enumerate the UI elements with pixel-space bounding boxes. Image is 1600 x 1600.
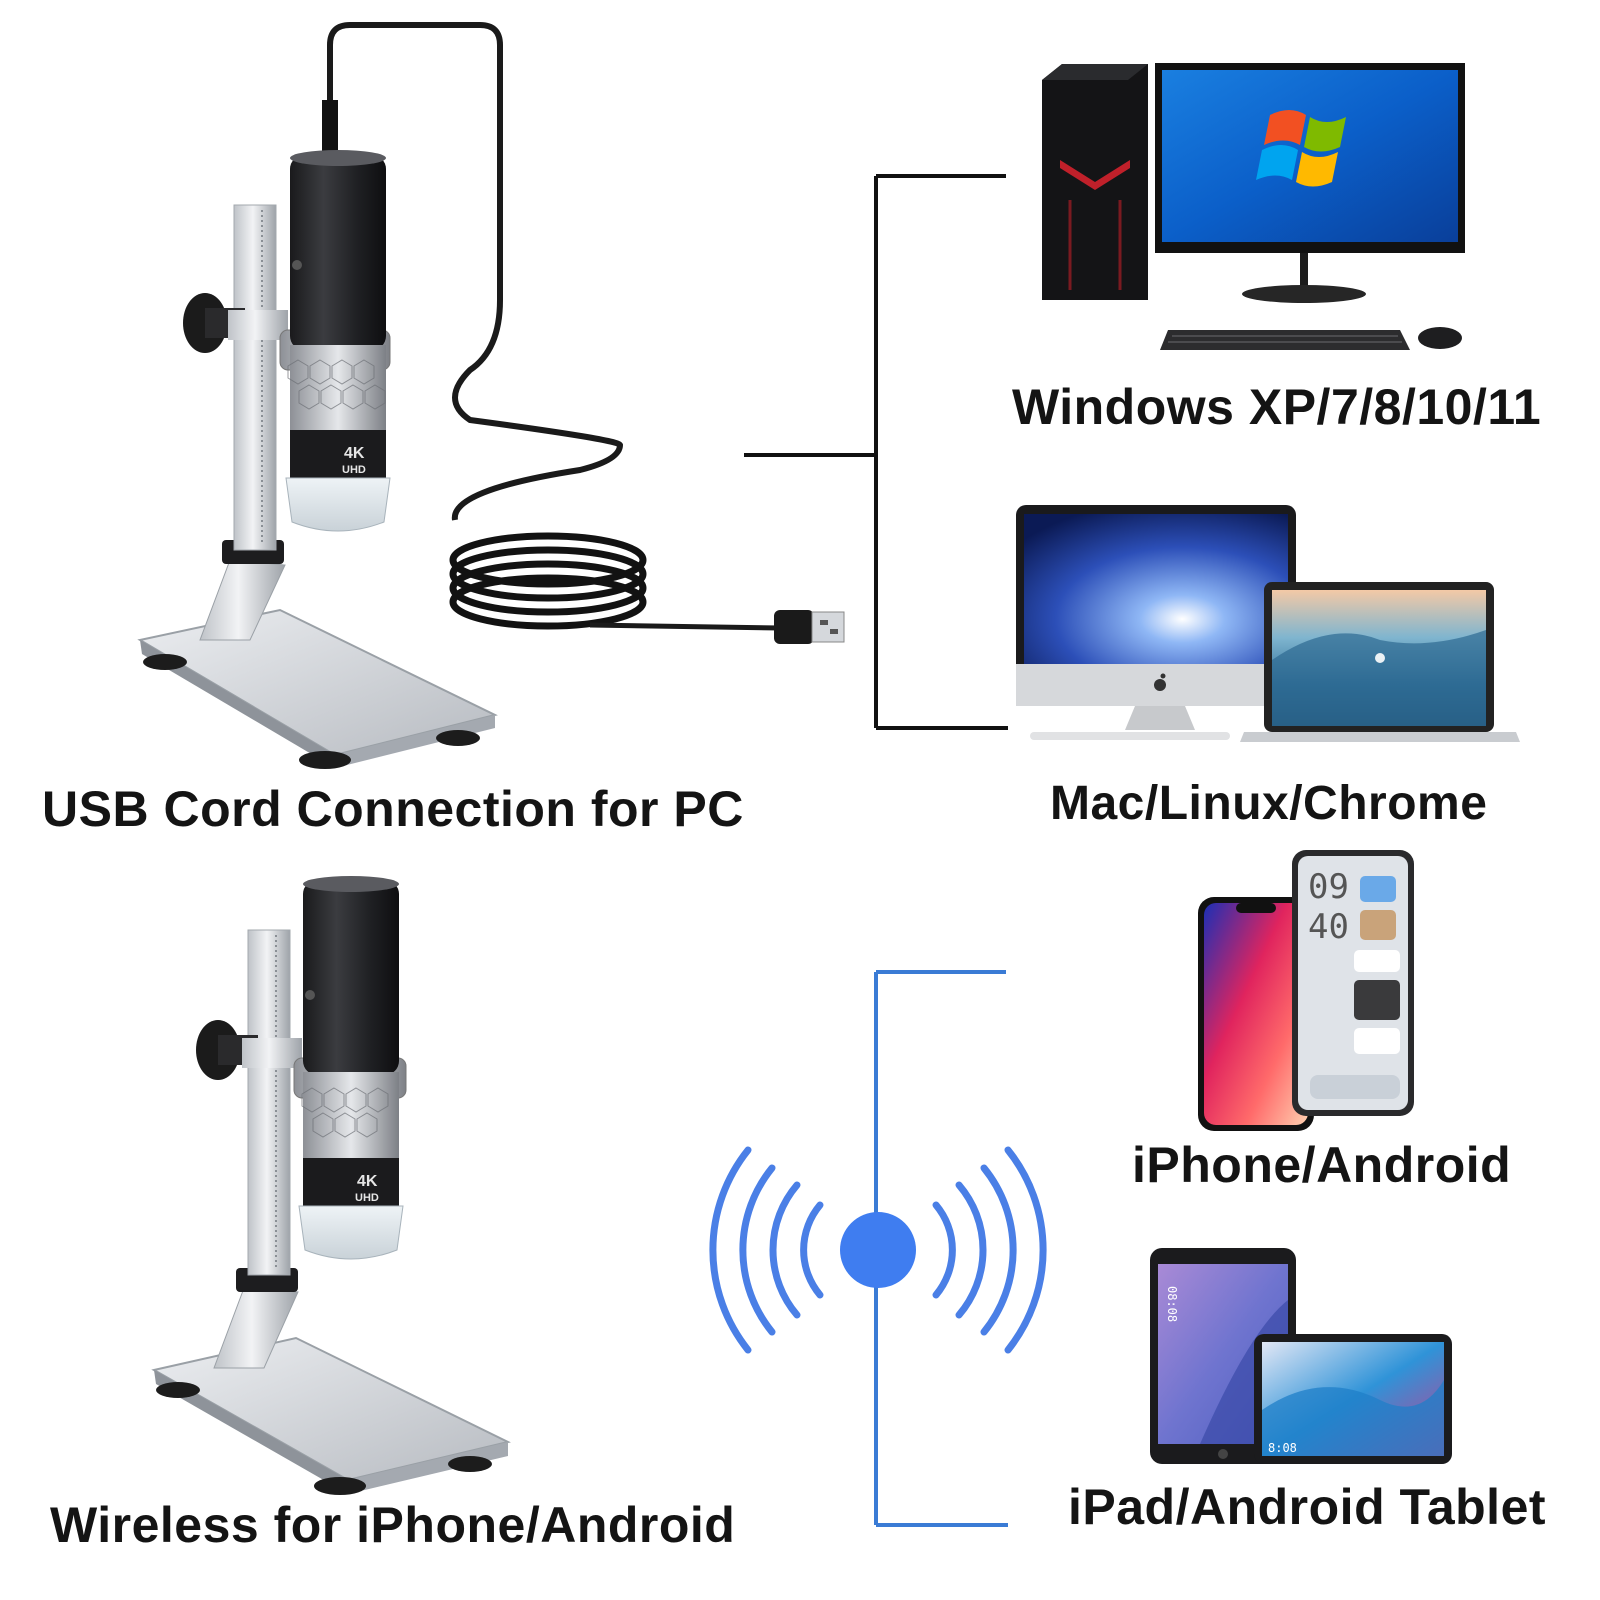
label-mac-linux-chrome: Mac/Linux/Chrome: [1050, 777, 1488, 830]
android-phone-minute: 40: [1308, 907, 1349, 947]
label-usb-connection: USB Cord Connection for PC: [42, 781, 744, 837]
badge-uhd: UHD: [342, 464, 366, 476]
wifi-signal-icon: [709, 1146, 1047, 1354]
windows-logo-icon: [1256, 110, 1346, 187]
imac-icon: [1016, 505, 1296, 740]
wifi-dot: [840, 1212, 916, 1288]
desktop-pc-icon: [1042, 63, 1465, 350]
usb-plug-icon: [774, 610, 845, 644]
badge-uhd: UHD: [355, 1192, 379, 1204]
ipad-time: 08:08: [1165, 1286, 1179, 1322]
apple-logo-icon: [1154, 673, 1166, 691]
label-iphone-android: iPhone/Android: [1132, 1137, 1512, 1193]
android-phone-icon: 09 40: [1292, 850, 1414, 1116]
microscope-icon: 4K UHD: [137, 22, 845, 769]
laptop-icon: [1240, 582, 1520, 742]
label-ipad-android-tablet: iPad/Android Tablet: [1068, 1479, 1547, 1535]
badge-4k: 4K: [344, 445, 365, 462]
label-windows: Windows XP/7/8/10/11: [1012, 379, 1542, 435]
android-tablet-time: 8:08: [1268, 1441, 1297, 1455]
usb-connection-lines: [744, 174, 1008, 730]
iphone-icon: [1198, 897, 1314, 1131]
microscope-icon: 4K UHD: [151, 876, 511, 1495]
label-wireless: Wireless for iPhone/Android: [50, 1497, 736, 1553]
badge-4k: 4K: [357, 1173, 378, 1190]
android-tablet-icon: 8:08: [1254, 1334, 1452, 1464]
android-phone-hour: 09: [1308, 867, 1349, 907]
